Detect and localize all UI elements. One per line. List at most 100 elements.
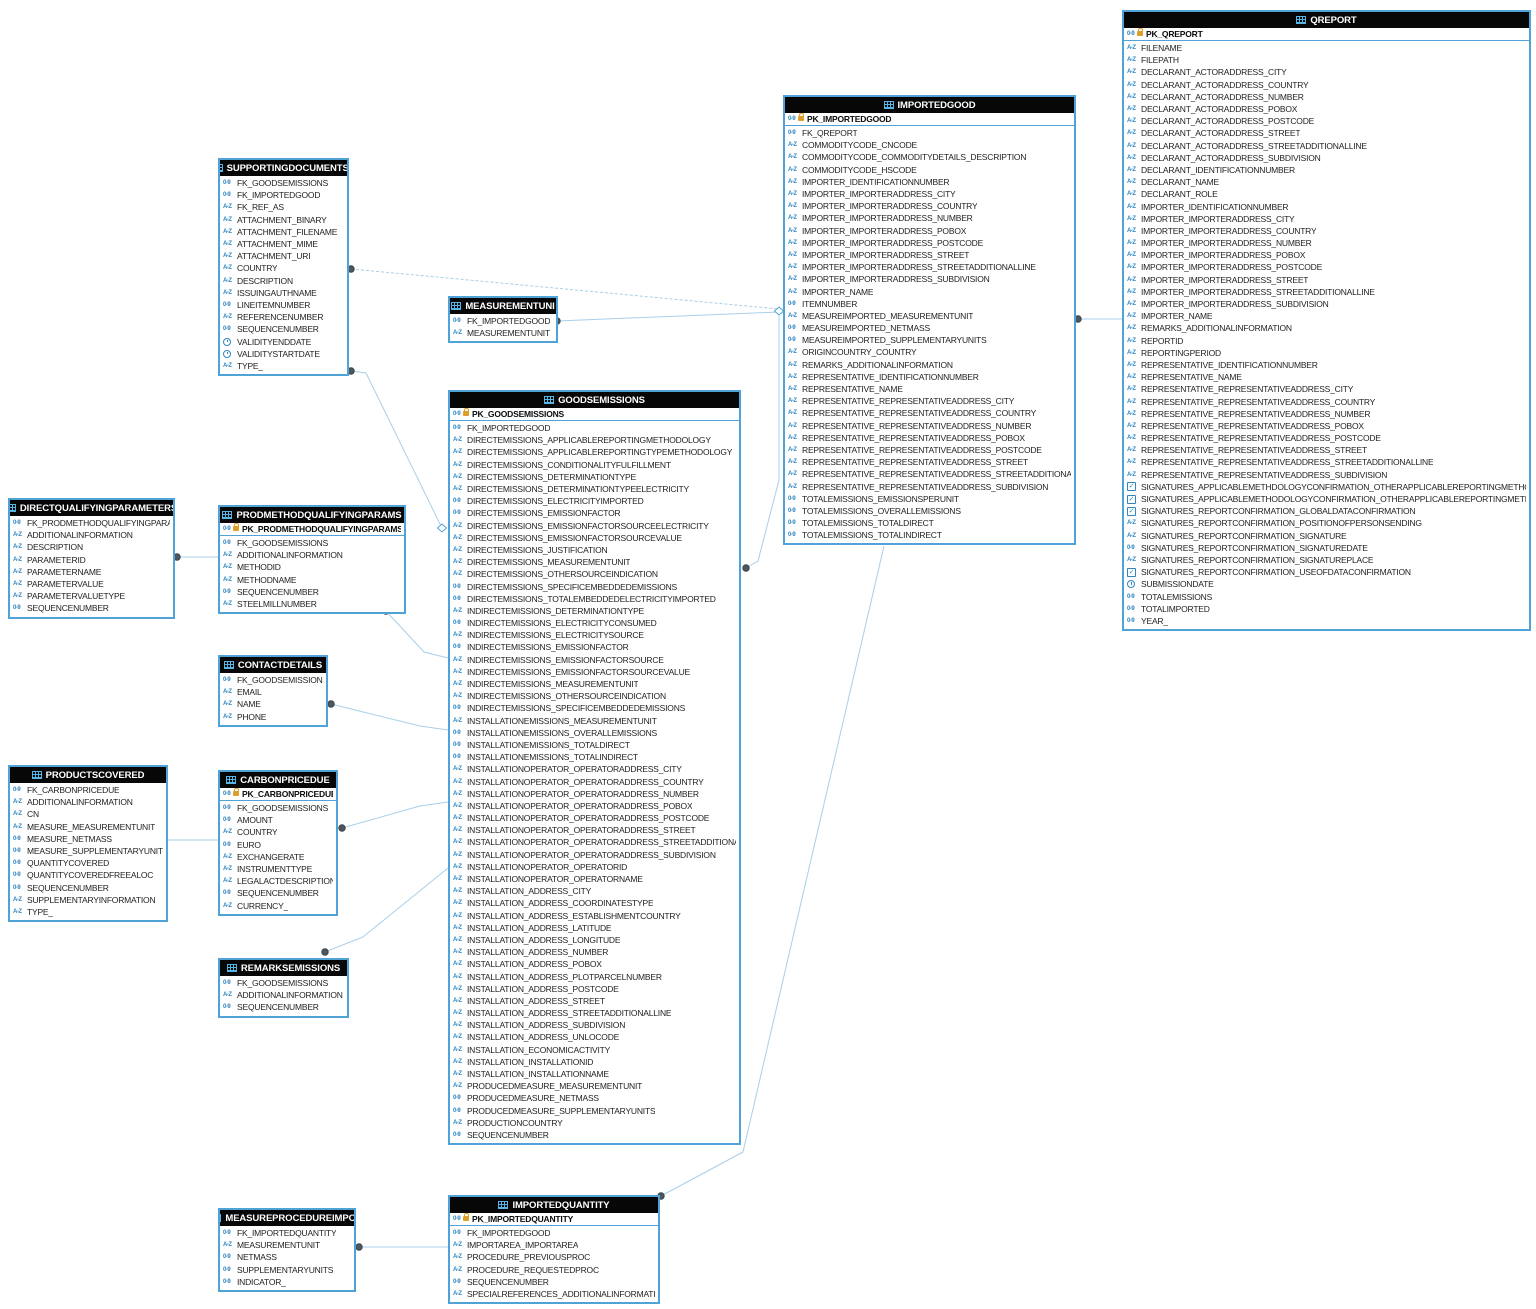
column-row[interactable]: VALIDITYENDDATE xyxy=(220,335,347,347)
table-header-qreport[interactable]: QREPORT xyxy=(1124,12,1529,28)
table-header-importedquantity[interactable]: IMPORTEDQUANTITY xyxy=(450,1197,658,1213)
relationship-line-importedquantity-importedgood[interactable] xyxy=(660,545,885,1197)
table-header-contactdetails[interactable]: CONTACTDETAILS xyxy=(220,657,326,673)
column-row[interactable]: SIGNATURES_APPLICABLEMETHDOLOGYCONFIRMAT… xyxy=(1124,481,1529,493)
column-row[interactable]: SIGNATURES_REPORTCONFIRMATION_GLOBALDATA… xyxy=(1124,505,1529,517)
table-header-importedgood[interactable]: IMPORTEDGOOD xyxy=(785,97,1074,113)
column-row[interactable]: SIGNATURES_REPORTCONFIRMATION_USEOFDATAC… xyxy=(1124,566,1529,578)
table-header-remarksemissions[interactable]: REMARKSEMISSIONS xyxy=(220,960,347,976)
relationship-line-remarksemissions-goodsemissions[interactable] xyxy=(324,867,449,953)
